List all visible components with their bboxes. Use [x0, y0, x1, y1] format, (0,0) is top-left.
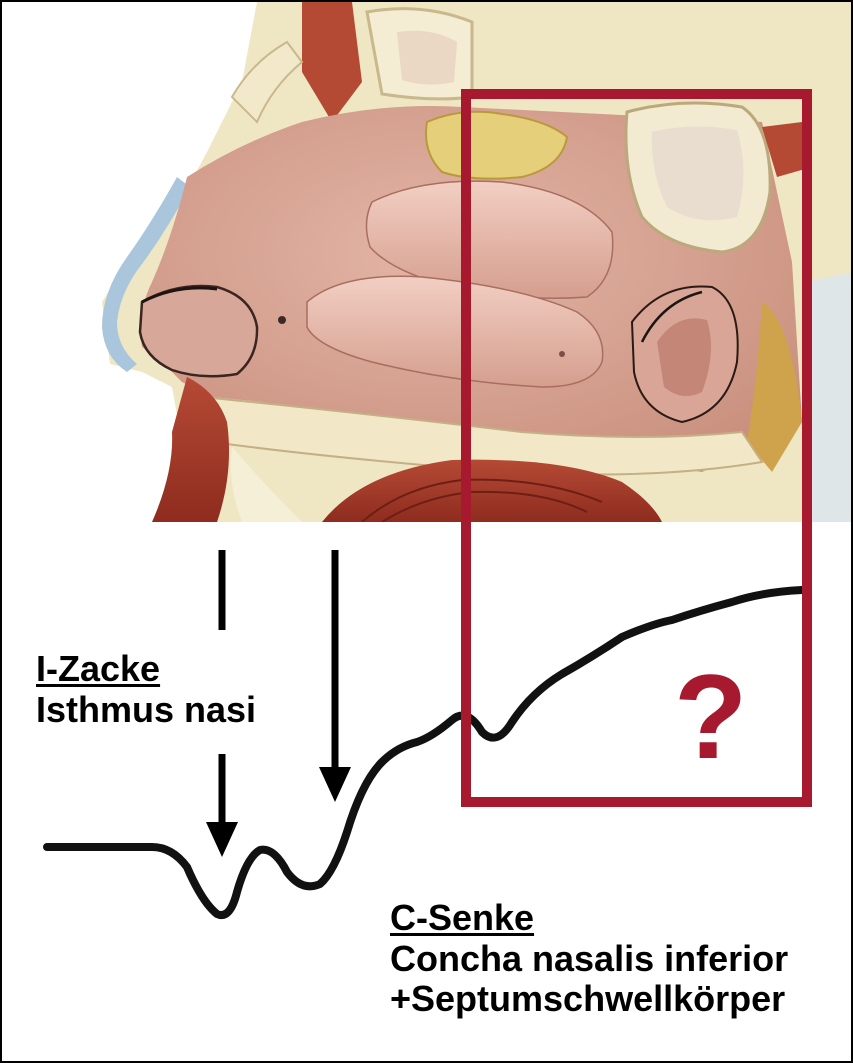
- c-senke-description-line1: Concha nasalis inferior: [390, 939, 788, 980]
- c-senke-title: C-Senke: [390, 898, 788, 939]
- question-mark-icon: ?: [674, 657, 747, 777]
- c-senke-description-line2: +Septumschwellkörper: [390, 979, 788, 1020]
- frontal-sinus: [397, 31, 457, 85]
- c-senke-label: C-Senke Concha nasalis inferior +Septums…: [390, 898, 788, 1020]
- tissue-speck: [278, 316, 286, 324]
- tissue-speck: [559, 351, 565, 357]
- i-zacke-title: I-Zacke: [36, 649, 256, 690]
- i-zacke-label: I-Zacke Isthmus nasi: [36, 649, 256, 730]
- anatomy-image: [102, 2, 853, 522]
- i-zacke-description: Isthmus nasi: [36, 690, 256, 731]
- nostril-vestibule: [140, 286, 257, 376]
